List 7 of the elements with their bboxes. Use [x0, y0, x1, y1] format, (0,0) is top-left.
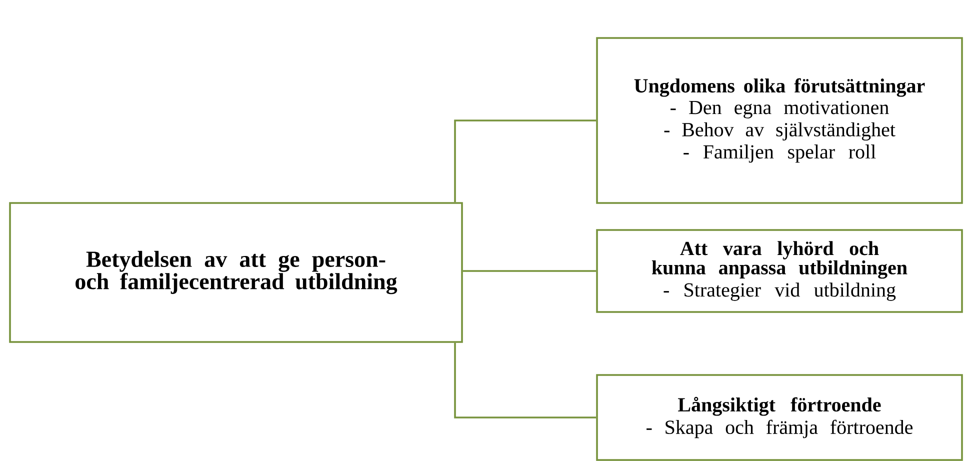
connector-line: [454, 342, 596, 418]
topic-box: Betydelsen av att ge person- och familjecentrerad utbildning: [9, 202, 463, 343]
theme-box: Att vara lyhörd och kunna anpassa utbildningen - Strategier vid utbildning: [596, 229, 963, 313]
theme-box: Ungdomens olika förutsättningar - Den egna motivationen - Behov av självständighet - Familjen spelar roll: [596, 37, 963, 204]
connector-line: [454, 120, 596, 202]
connector-line: [462, 270, 596, 272]
theme-box: Långsiktigt förtroende - Skapa och främja förtroende: [596, 374, 963, 461]
